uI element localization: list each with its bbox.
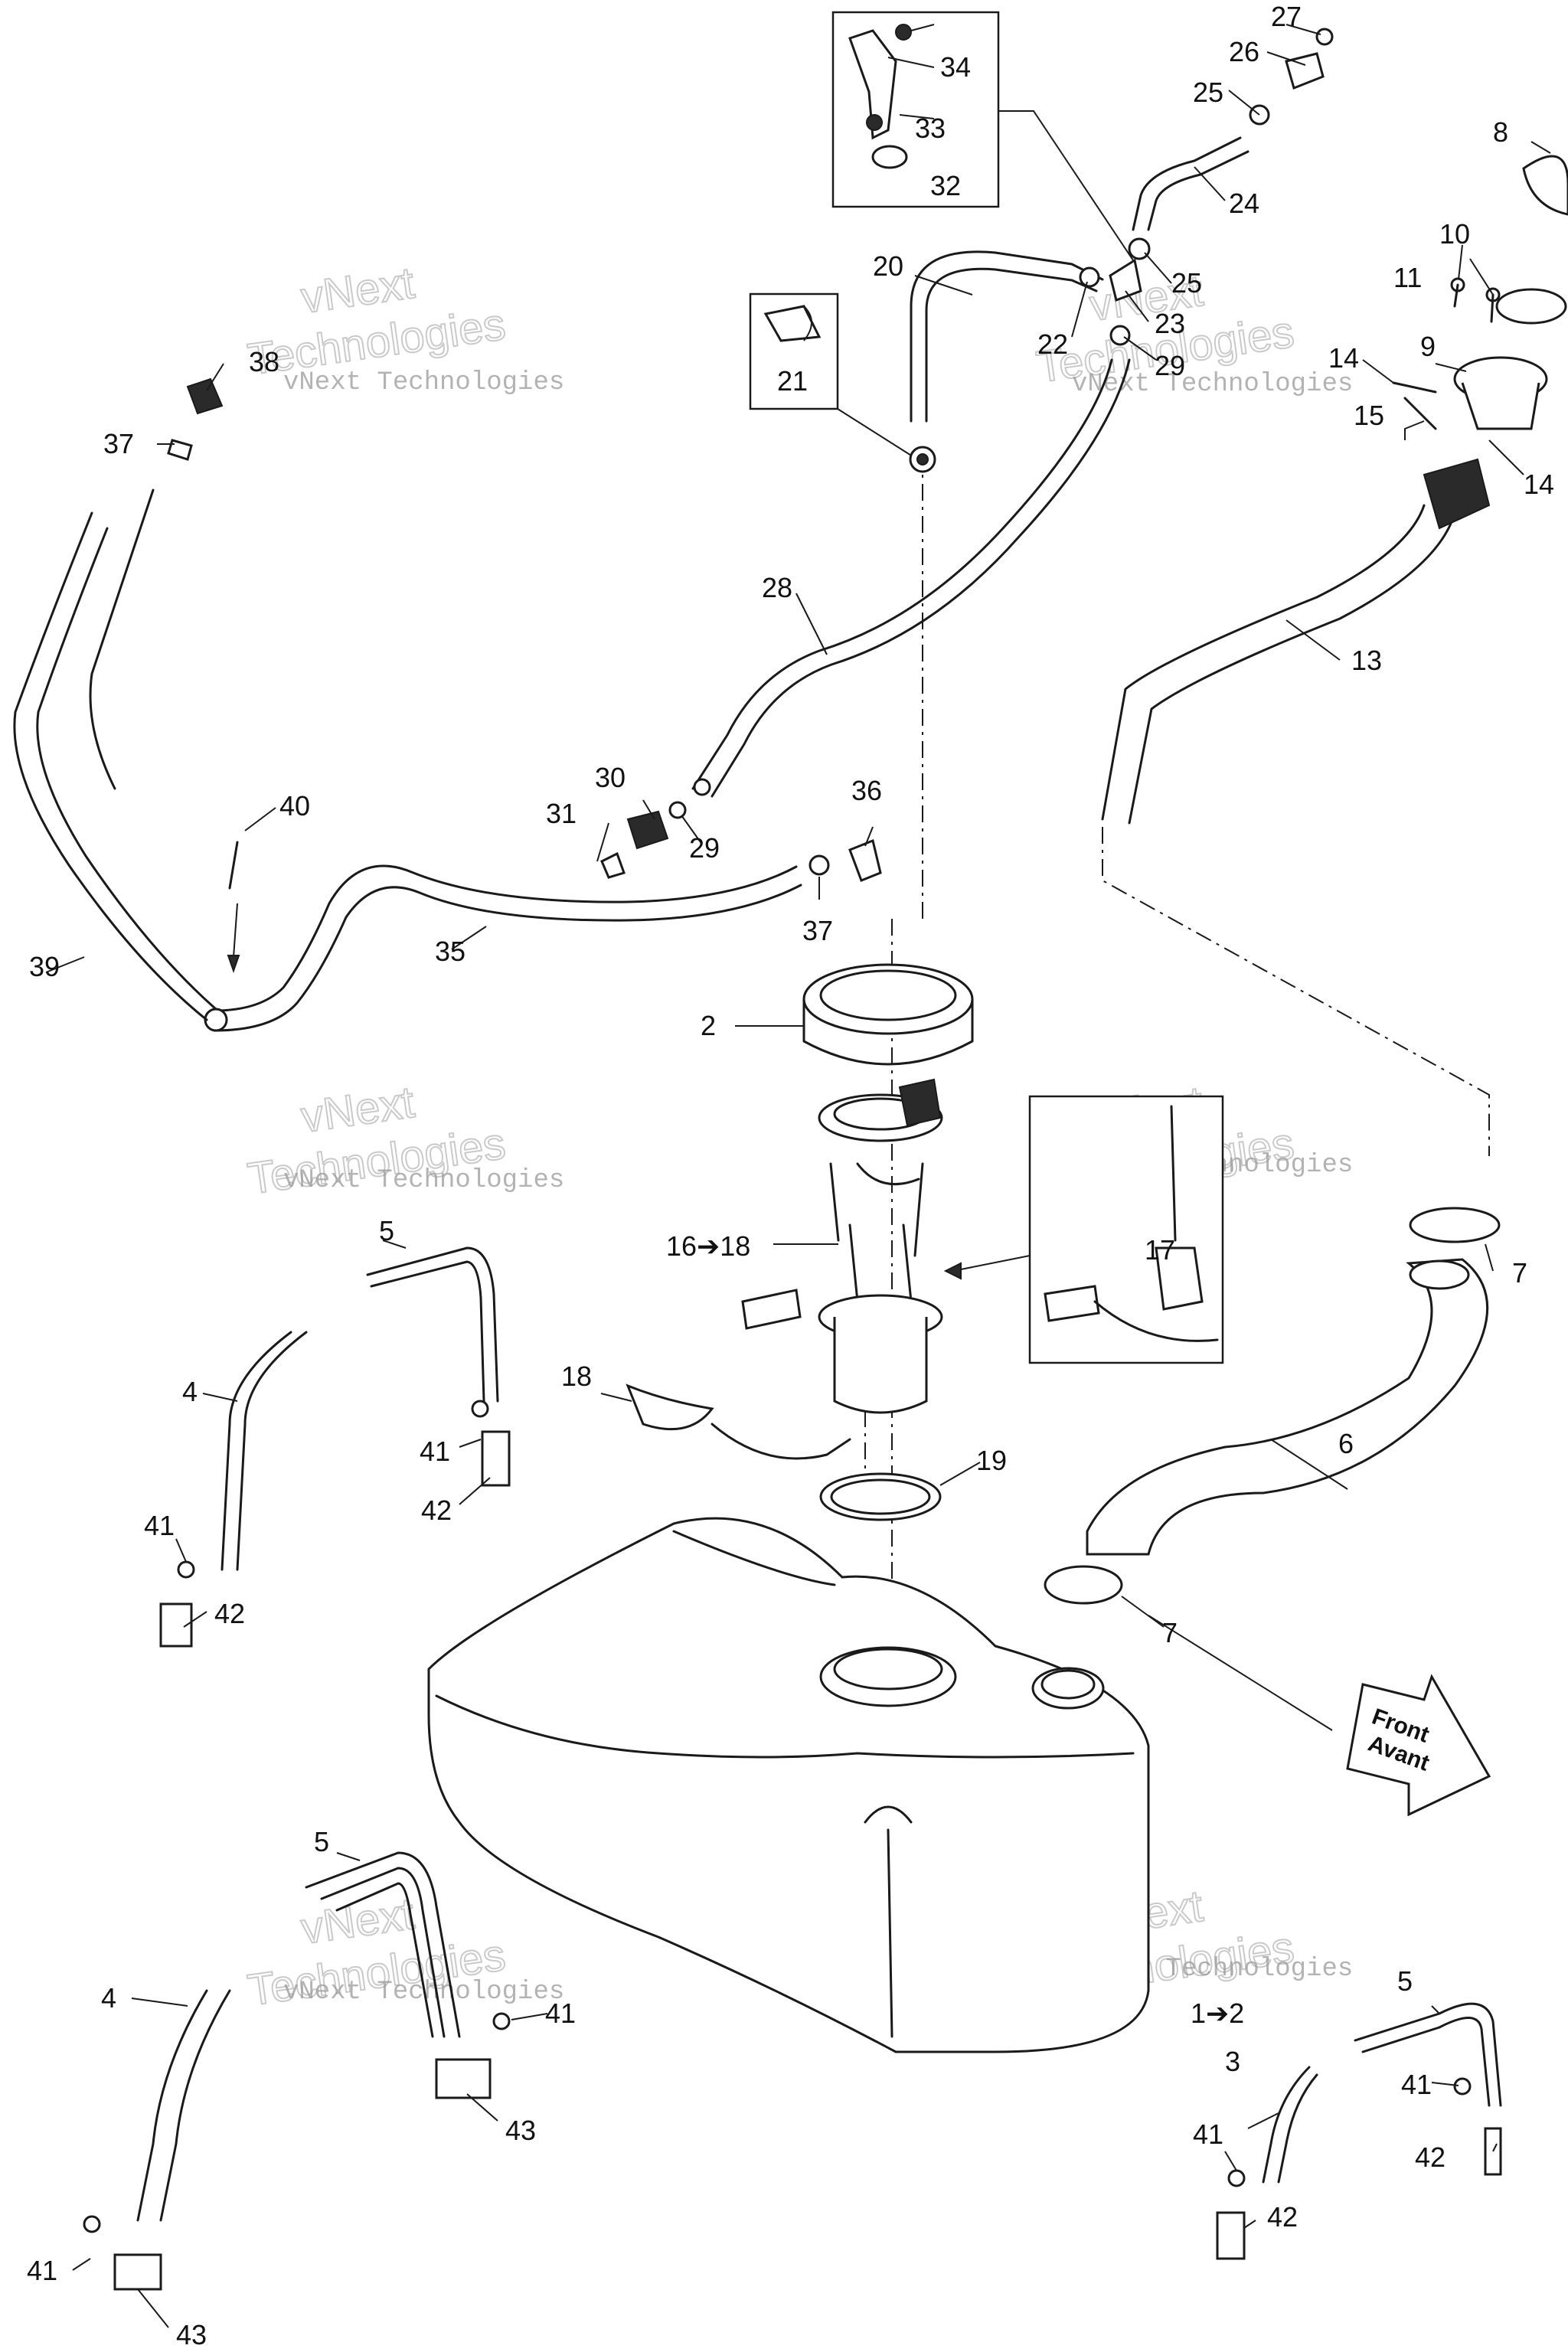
filler-hose-13 [1101, 504, 1426, 821]
callout-8: 8 [1493, 116, 1508, 148]
callout-26: 26 [1229, 36, 1259, 67]
callout-labels: 34 33 32 27 26 25 24 25 20 22 23 29 21 8… [27, 1, 1554, 2350]
callout-25: 25 [1193, 77, 1223, 108]
callout-43: 43 [505, 2115, 536, 2146]
callout-41: 41 [545, 1998, 576, 2029]
callout-14: 14 [1328, 342, 1359, 374]
callout-27: 27 [1271, 1, 1302, 32]
callout-10: 10 [1439, 218, 1470, 250]
callout-5: 5 [314, 1826, 329, 1857]
callout-41: 41 [420, 1436, 450, 1467]
callout-32: 32 [930, 170, 961, 201]
watermark-text: vNext Technologies [283, 1166, 564, 1195]
fuel-line-28 [691, 358, 1113, 790]
parts-37-38 [167, 377, 224, 461]
fuel-line-20 [910, 250, 1104, 423]
callout-42: 42 [1267, 2201, 1298, 2233]
hose-39 [13, 511, 208, 1021]
lock-ring-2 [802, 963, 974, 1066]
callout-15: 15 [1354, 400, 1384, 431]
parts-36-37 [808, 838, 882, 882]
callout-40: 40 [279, 790, 310, 822]
callout-30: 30 [595, 762, 626, 793]
callout-2: 2 [701, 1010, 716, 1041]
callout-28: 28 [762, 572, 792, 603]
callout-13: 13 [1351, 645, 1382, 676]
callout-7: 7 [1512, 1257, 1527, 1289]
callout-11: 11 [1393, 262, 1422, 293]
callout-6: 6 [1338, 1428, 1354, 1459]
callout-38: 38 [249, 346, 279, 377]
callout-39: 39 [29, 951, 60, 982]
filler-neck-assembly [1392, 155, 1568, 530]
callout-34: 34 [940, 51, 971, 83]
callout-37: 37 [802, 915, 833, 946]
callout-43: 43 [176, 2319, 207, 2350]
callout-19: 19 [976, 1445, 1007, 1476]
parts-29-31 [600, 778, 711, 879]
callout-20: 20 [873, 250, 903, 282]
kit-box-17 [943, 1095, 1224, 1364]
callout-41: 41 [1193, 2118, 1223, 2150]
callout-35: 35 [435, 936, 466, 967]
kit-box-32-34 [831, 11, 1134, 261]
callout-42: 42 [421, 1494, 452, 1526]
fuel-tank [427, 1517, 1150, 2053]
callout-31: 31 [546, 798, 577, 829]
callout-33: 33 [915, 113, 946, 144]
front-direction-arrow: Front Avant [1346, 1674, 1491, 1817]
callout-5: 5 [1397, 1965, 1413, 1997]
watermark-text: vNext Technologies [1072, 370, 1353, 399]
callout-4: 4 [182, 1376, 198, 1407]
callout-36: 36 [851, 775, 882, 806]
callout-41: 41 [27, 2255, 57, 2286]
callout-4: 4 [101, 1982, 116, 2014]
callout-21: 21 [777, 365, 808, 397]
callout-29: 29 [1155, 350, 1185, 381]
fuel-line-24 [1132, 136, 1242, 231]
callout-22: 22 [1037, 328, 1068, 360]
callout-5: 5 [379, 1215, 394, 1246]
callout-41: 41 [1401, 2069, 1432, 2100]
gasket-19 [819, 1472, 942, 1521]
callout-29: 29 [689, 832, 720, 864]
kit-box-21 [749, 292, 936, 473]
callout-16-18: 16➔18 [666, 1230, 750, 1262]
callout-1-2: 1➔2 [1191, 1998, 1244, 2029]
callout-3: 3 [1225, 2046, 1240, 2077]
callout-25: 25 [1171, 267, 1202, 299]
callout-42: 42 [1415, 2141, 1446, 2173]
watermark-text: vNext Technologies [283, 368, 564, 397]
vent-hose-6 [1044, 1207, 1501, 1605]
callout-23: 23 [1155, 308, 1185, 339]
callout-18: 18 [561, 1361, 592, 1392]
callout-9: 9 [1420, 331, 1436, 362]
callout-37: 37 [103, 428, 134, 459]
callout-24: 24 [1229, 188, 1259, 219]
callout-17: 17 [1145, 1234, 1175, 1266]
fuel-pump-module [626, 1078, 943, 1460]
straps-and-brackets [83, 1246, 1502, 2291]
callout-7: 7 [1162, 1617, 1178, 1648]
callout-41: 41 [144, 1510, 175, 1541]
callout-42: 42 [214, 1598, 245, 1629]
callout-14: 14 [1524, 469, 1554, 500]
fuel-line-35 [213, 864, 798, 1012]
leader-lines [45, 24, 1551, 2328]
part-40 [228, 841, 239, 890]
